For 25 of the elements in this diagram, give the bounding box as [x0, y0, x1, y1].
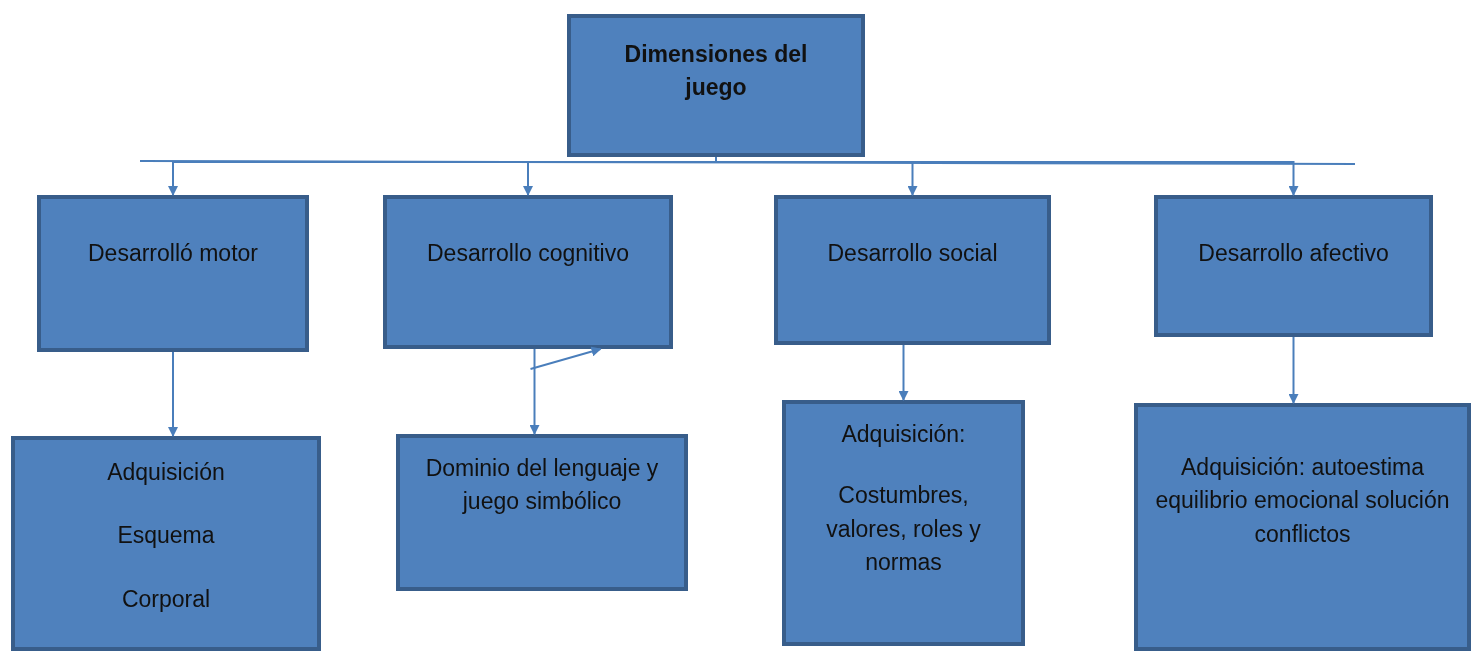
concept-box [782, 400, 1025, 646]
concept-box [1154, 195, 1433, 337]
node-text: Costumbres, valores, roles y normas [825, 481, 982, 578]
node-text: Esquema [117, 521, 215, 551]
node-text: Desarrollo afectivo [1198, 239, 1389, 268]
node-text: Adquisición [107, 458, 225, 487]
concept-box [1134, 403, 1471, 651]
node-text: Dominio del lenguaje y juego simbólico [424, 454, 660, 517]
arrow [168, 351, 178, 437]
node-text: Corporal [121, 584, 211, 614]
node-text: Dimensiones del juego [623, 40, 809, 103]
concept-box [396, 434, 688, 591]
arrow [898, 344, 909, 401]
arrow [529, 348, 540, 435]
concept-box [774, 195, 1051, 345]
concept-box [383, 195, 673, 349]
concept-box [11, 436, 321, 651]
node-text: Desarrollo social [827, 239, 998, 268]
concept-box [37, 195, 309, 352]
title-box [567, 14, 865, 157]
arrow [1288, 336, 1299, 404]
node-text: Adquisición: [841, 420, 966, 449]
node-text: Desarrollo cognitivo [427, 239, 629, 268]
node-text: Desarrolló motor [88, 239, 258, 268]
node-text: Adquisición: autoestima equilibrio emocional solución conflictos [1154, 453, 1451, 549]
